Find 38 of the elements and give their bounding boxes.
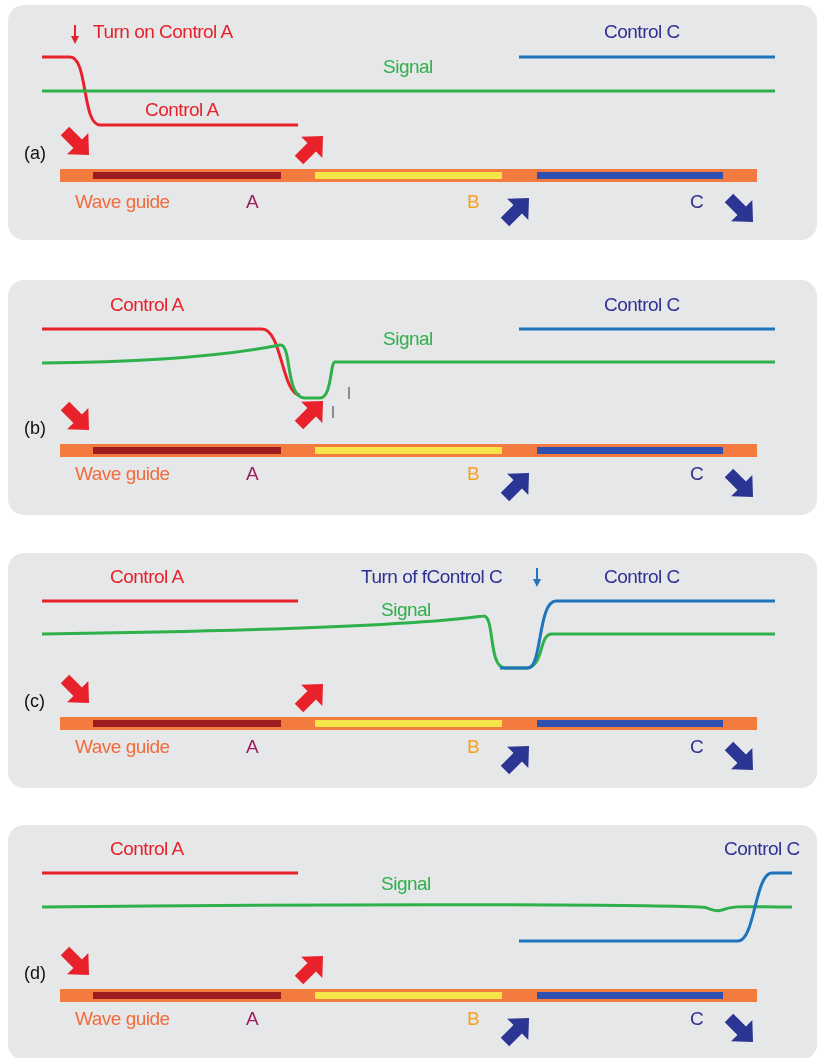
curve-label: A [246, 737, 259, 756]
panel-card [8, 5, 817, 240]
curve-label: Control A [110, 839, 184, 858]
curve-label: A [246, 192, 259, 211]
curve-label: Signal [381, 600, 431, 619]
curve-label: C [690, 1009, 704, 1028]
panel-card [8, 280, 817, 515]
curve-label: Control C [604, 295, 680, 314]
curve-label: C [690, 464, 704, 483]
curve-label: Wave guide [75, 192, 170, 211]
panel-letter: (a) [24, 144, 46, 162]
panel-letter: (d) [24, 964, 46, 982]
curve-label: Wave guide [75, 464, 170, 483]
curve-label: B [467, 1009, 480, 1028]
panel-letter: (b) [24, 419, 46, 437]
curve-label: Control A [110, 295, 184, 314]
curve-label: Control C [724, 839, 800, 858]
curve-label: Signal [381, 874, 431, 893]
curve-label: Control C [604, 22, 680, 41]
curve-label: Wave guide [75, 737, 170, 756]
curve-label: Control A [145, 100, 219, 119]
curve-label: Turn of fControl C [361, 567, 503, 586]
curve-label: Wave guide [75, 1009, 170, 1028]
curve-label: Control A [110, 567, 184, 586]
curve-label: C [690, 737, 704, 756]
curve-label: B [467, 737, 480, 756]
curve-label: Signal [383, 57, 433, 76]
curve-label: A [246, 464, 259, 483]
curve-label: Turn on Control A [93, 22, 233, 41]
curve-label: Signal [383, 329, 433, 348]
curve-label: B [467, 192, 480, 211]
curve-label: B [467, 464, 480, 483]
panel-letter: (c) [24, 692, 45, 710]
curve-label: A [246, 1009, 259, 1028]
panel-card [8, 825, 817, 1058]
curve-label: C [690, 192, 704, 211]
curve-label: Control C [604, 567, 680, 586]
panel-card [8, 553, 817, 788]
